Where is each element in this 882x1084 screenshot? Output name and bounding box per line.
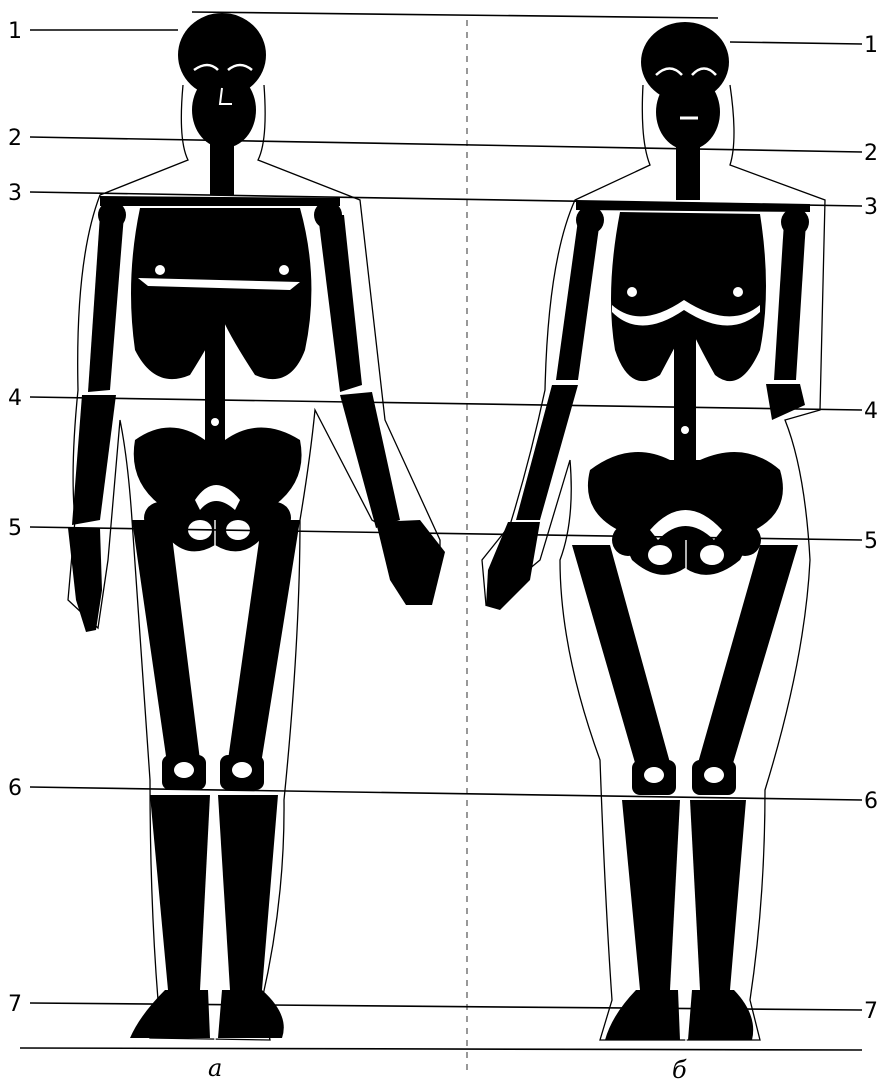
female-left-patella: [644, 767, 664, 783]
male-right-femur: [228, 520, 300, 770]
female-jaw: [656, 74, 720, 150]
male-skeleton: [68, 13, 445, 1040]
female-left-nipple: [627, 287, 637, 297]
left-label-4: 4: [8, 386, 22, 411]
female-navel: [681, 426, 689, 434]
female-left-obturator: [648, 545, 672, 565]
male-left-femur: [132, 520, 200, 770]
male-clavicles: [100, 196, 340, 206]
right-label-7: 7: [864, 999, 878, 1024]
male-right-nipple: [279, 265, 289, 275]
male-left-shin: [150, 795, 210, 990]
male-neck: [210, 140, 234, 195]
right-label-1: 1: [864, 33, 878, 58]
left-label-1: 1: [8, 19, 22, 44]
female-spine: [674, 322, 696, 462]
female-skeleton: [482, 22, 825, 1042]
male-left-foot: [130, 990, 210, 1038]
female-right-femur: [696, 545, 798, 780]
female-right-upper-arm: [774, 222, 806, 380]
female-neck: [676, 145, 700, 200]
left-label-7: 7: [8, 992, 22, 1017]
female-left-femur-head: [612, 524, 644, 556]
ground-line: [20, 1048, 862, 1050]
male-right-foot: [218, 990, 284, 1038]
male-navel: [211, 418, 219, 426]
right-level-labels: 1 2 3 4 5 6 7: [864, 33, 878, 1024]
female-right-nipple: [733, 287, 743, 297]
female-left-femur: [572, 545, 672, 780]
left-level-labels: 1 2 3 4 5 6 7: [8, 19, 22, 1017]
male-left-patella: [174, 762, 194, 778]
right-label-6: 6: [864, 789, 878, 814]
male-left-upper-arm: [88, 215, 124, 392]
female-right-patella: [704, 767, 724, 783]
right-label-3: 3: [864, 195, 878, 220]
left-label-5: 5: [8, 516, 22, 541]
male-jaw: [192, 72, 256, 148]
male-right-shin: [218, 795, 278, 990]
male-right-patella: [232, 762, 252, 778]
left-label-6: 6: [8, 776, 22, 801]
caption-female: б: [672, 1056, 687, 1084]
female-right-shin: [690, 800, 746, 990]
male-left-forearm: [72, 395, 116, 525]
female-right-obturator: [700, 545, 724, 565]
female-left-foot: [605, 990, 680, 1040]
level-line-4: [30, 397, 862, 410]
male-left-nipple: [155, 265, 165, 275]
female-right-femur-head: [729, 524, 761, 556]
male-right-upper-arm: [318, 215, 362, 392]
left-label-3: 3: [8, 181, 22, 206]
female-left-upper-arm: [556, 220, 600, 380]
top-line: [192, 12, 718, 18]
female-right-forearm: [766, 384, 805, 420]
right-label-4: 4: [864, 399, 878, 424]
female-left-shin: [622, 800, 680, 990]
right-label-5: 5: [864, 529, 878, 554]
male-left-hand: [68, 528, 102, 632]
caption-male: a: [208, 1054, 222, 1082]
level-line-2: [30, 137, 862, 152]
left-label-2: 2: [8, 126, 22, 151]
right-label-2: 2: [864, 141, 878, 166]
level-line-1-right: [730, 42, 862, 44]
male-right-forearm: [340, 392, 400, 528]
female-right-foot: [688, 990, 753, 1040]
